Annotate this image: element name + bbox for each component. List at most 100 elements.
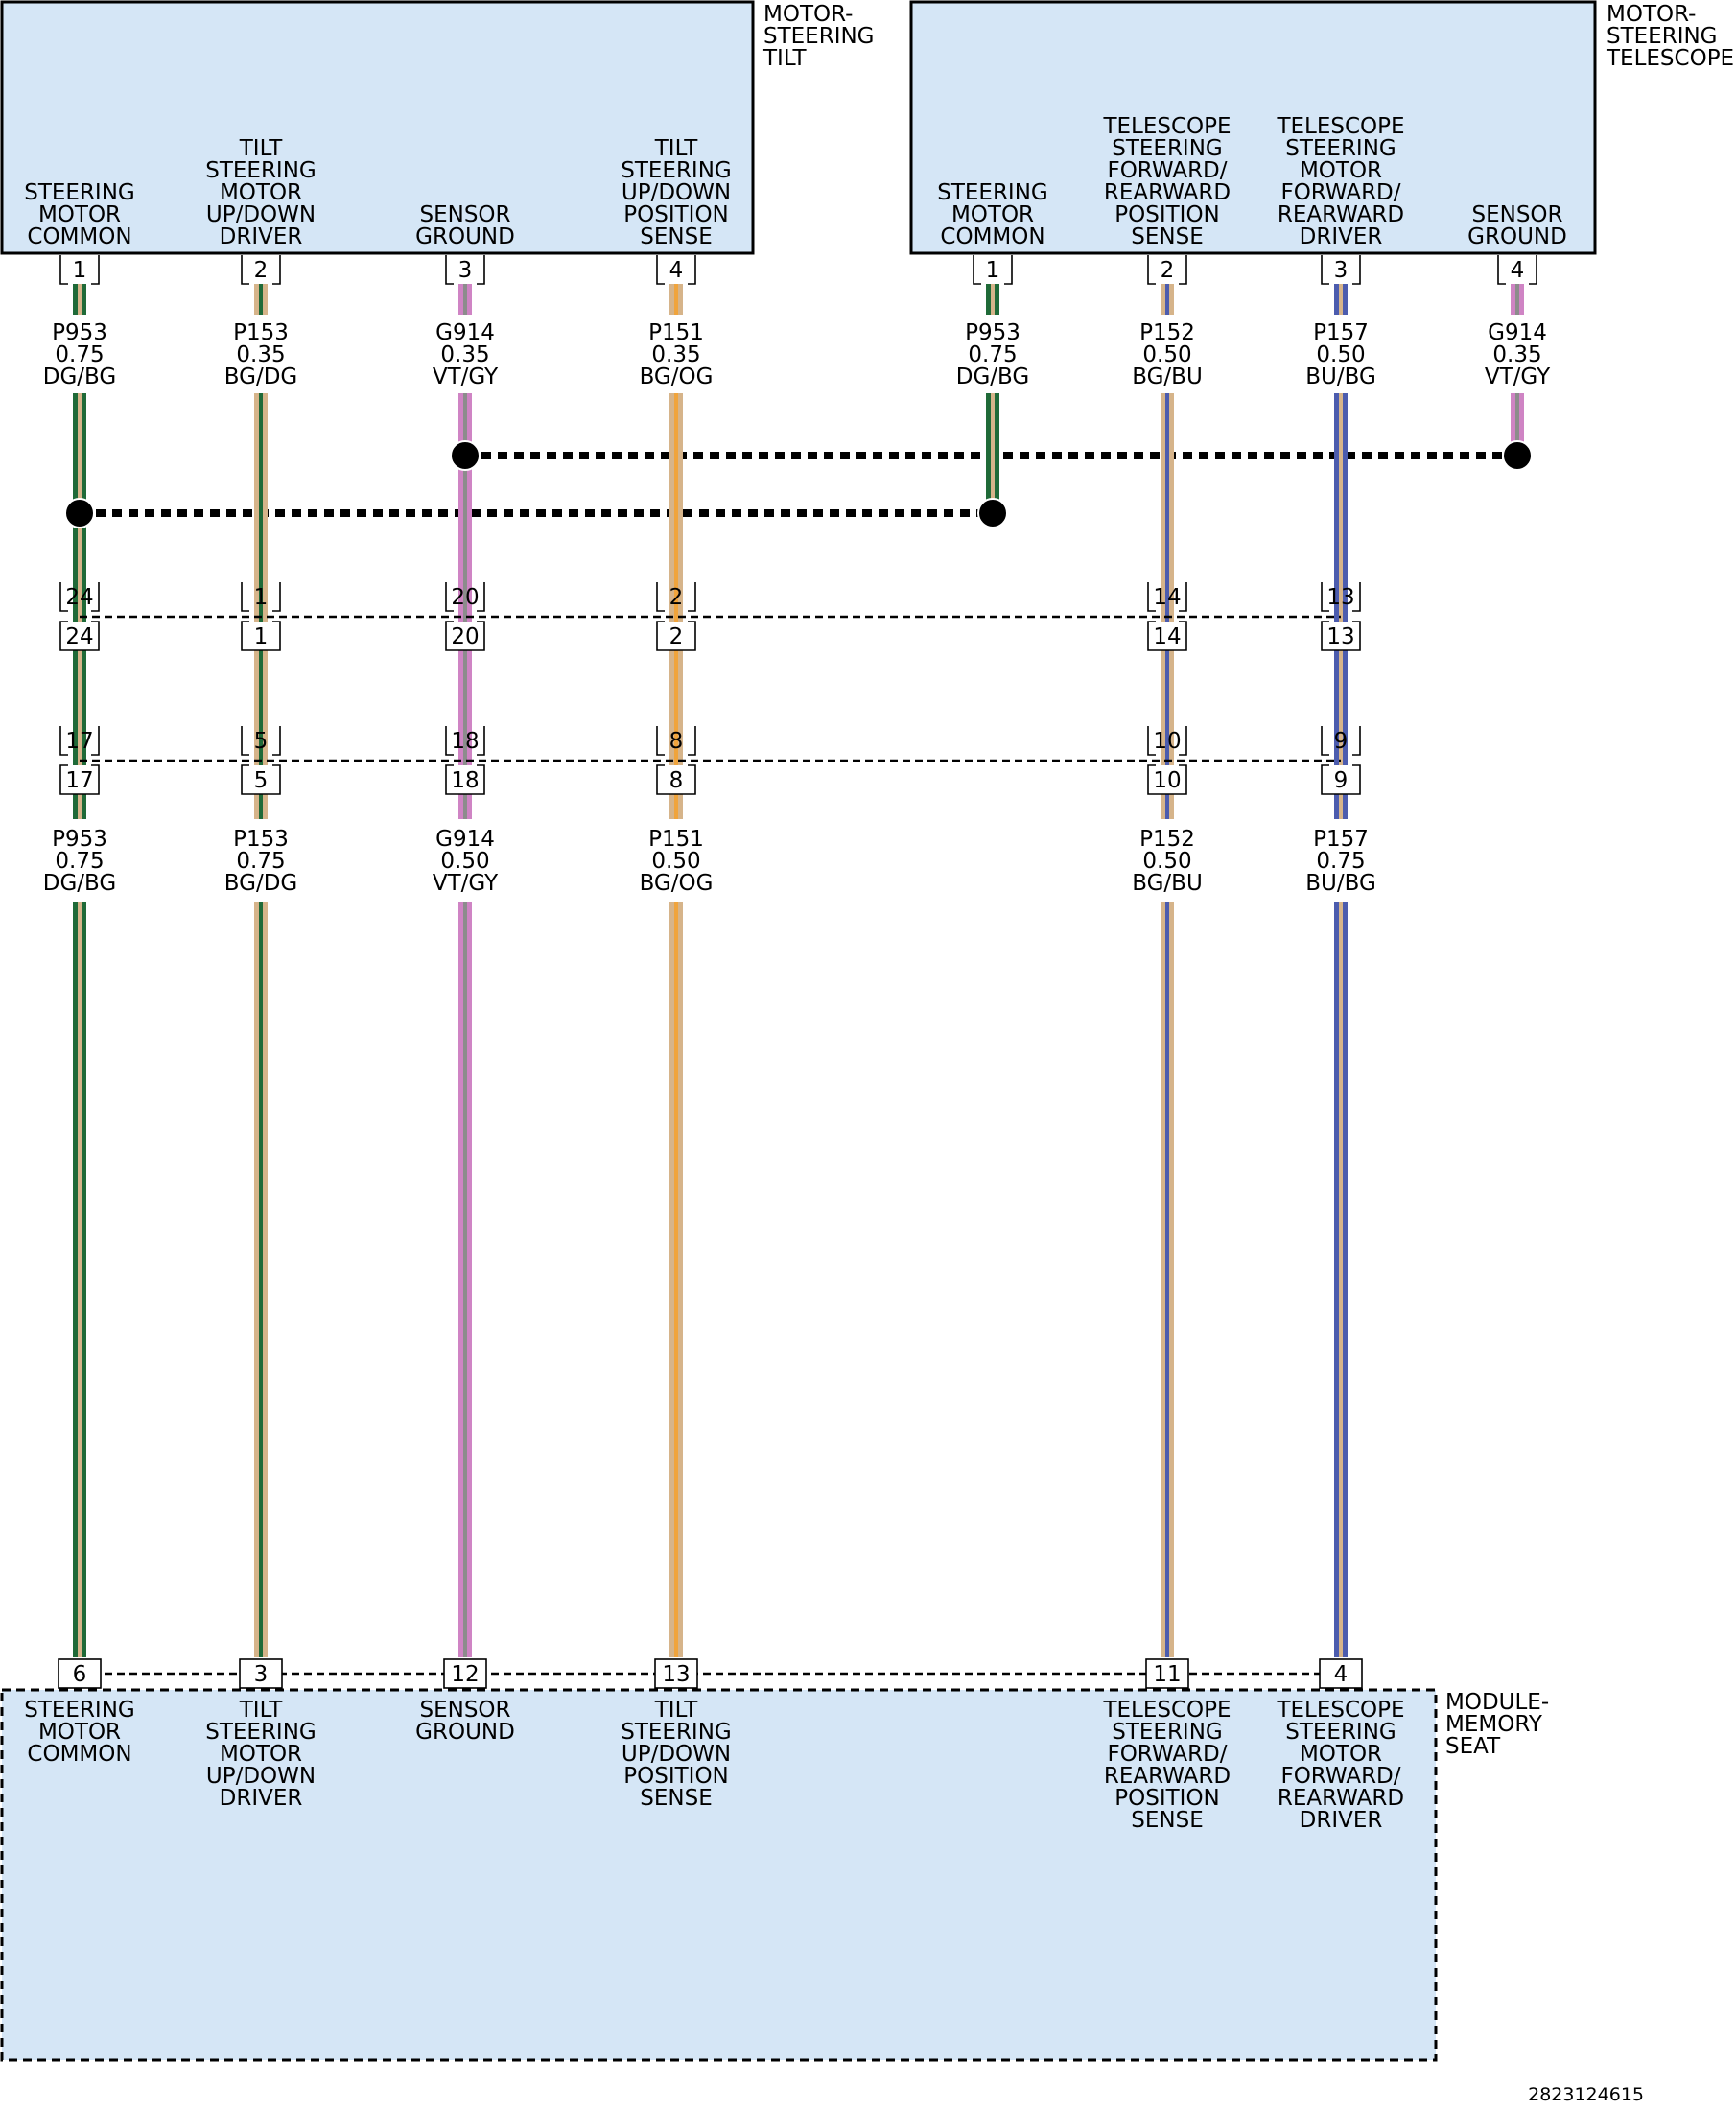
connector-b-female-pin-18-number: 18 [451, 729, 479, 754]
splice-dot-3 [64, 498, 95, 528]
module-pin-12-number: 12 [451, 1662, 479, 1687]
tilt-pin-3 [445, 255, 485, 285]
module-terminal-label-4: STEERING [1285, 1720, 1396, 1745]
module-pin-11-number: 11 [1153, 1662, 1181, 1687]
wire-top-label-5: DG/BG [956, 364, 1029, 389]
splice-lines [80, 452, 1517, 517]
wires [73, 284, 1524, 1657]
connector-b-female-pin-8-number: 8 [669, 729, 684, 754]
connector-b-female-pin-18 [445, 726, 485, 756]
module-memory-seat-box [0, 1688, 1438, 2062]
connector-a-female-pin-14 [1147, 582, 1187, 612]
module-terminal-label-13: POSITION [623, 1764, 729, 1789]
connector-b-female-pin-5 [241, 726, 281, 756]
telescope-pin-1-number: 1 [986, 258, 1000, 283]
splice-dot-1 [450, 440, 481, 471]
wire-bottom-label-6: P157 [1313, 827, 1369, 852]
splice-dot-4 [977, 498, 1008, 528]
telescope-terminal-label-3: TELESCOPE [1276, 114, 1404, 139]
tilt-pin-4-number: 4 [669, 258, 684, 283]
module-terminal-label-13: STEERING [621, 1720, 732, 1745]
module-pin-3 [239, 1658, 283, 1689]
component-boxes [0, 0, 1597, 2062]
tilt-terminal-label-3: SENSOR [419, 202, 510, 227]
connector-a-female-pin-13 [1321, 582, 1361, 612]
tilt-terminal-label-1: MOTOR [38, 202, 121, 227]
tilt-pin-2-number: 2 [254, 258, 269, 283]
connector-b-male-pin-9 [1321, 764, 1361, 795]
wire-top-label-8: VT/GY [1485, 364, 1551, 389]
module-terminal-label-4: MOTOR [1300, 1742, 1382, 1767]
connector-a-female-pin-2 [656, 582, 696, 612]
connector-lines [80, 615, 1341, 1676]
tilt-terminal-label-4: TILT [654, 136, 698, 161]
module-terminal-label-12: GROUND [415, 1720, 515, 1745]
module-memory-seat-name: MODULE- [1445, 1690, 1549, 1715]
telescope-terminal-label-2: FORWARD/ [1107, 158, 1227, 183]
wire-bottom-label-5: BG/BU [1132, 871, 1203, 896]
module-terminal-label-11: STEERING [1112, 1720, 1223, 1745]
telescope-terminal-label-2: SENSE [1131, 224, 1203, 249]
wire-bottom-label-4: BG/OG [640, 871, 714, 896]
connector-a-female-pin-20-number: 20 [451, 585, 479, 610]
wire-top-label-1: 0.75 [55, 342, 104, 367]
wire-top-label-4: BG/OG [640, 364, 714, 389]
splice-dots [64, 440, 1533, 528]
module-terminal-label-4: DRIVER [1300, 1808, 1383, 1833]
module-terminal-label-13: SENSE [640, 1786, 712, 1811]
wire-bottom-label-bg-1 [27, 822, 132, 901]
wire-bottom-label-6: BU/BG [1305, 871, 1376, 896]
module-terminal-label-4: FORWARD/ [1280, 1764, 1400, 1789]
motor-steering-tilt-name: MOTOR- [763, 2, 853, 27]
module-terminal-label-3: DRIVER [220, 1786, 303, 1811]
wire-top-label-2: BG/DG [224, 364, 297, 389]
wire-bottom-label-1: P953 [52, 827, 107, 852]
connector-a-female-pin-20 [445, 582, 485, 612]
module-terminal-label-11: TELESCOPE [1102, 1698, 1231, 1723]
module-terminal-label-6: COMMON [27, 1742, 131, 1767]
connector-b-male-pin-9-number: 9 [1334, 768, 1349, 793]
tilt-terminal-label-2: UP/DOWN [206, 202, 316, 227]
module-pin-4 [1319, 1658, 1363, 1689]
wire-top-label-4: 0.35 [651, 342, 700, 367]
telescope-terminal-label-2: POSITION [1114, 202, 1220, 227]
connector-b-male-pin-18 [445, 764, 485, 795]
tilt-terminal-label-2: MOTOR [220, 180, 302, 205]
wire-bottom-label-bg-2 [208, 822, 314, 901]
wire-top-label-1: DG/BG [43, 364, 116, 389]
telescope-terminal-label-3: STEERING [1285, 136, 1396, 161]
wire-bottom-label-4: 0.50 [651, 849, 700, 874]
module-terminal-label-3: MOTOR [220, 1742, 302, 1767]
wire-top-label-2: P153 [233, 320, 289, 345]
wire-top-label-8: 0.35 [1492, 342, 1541, 367]
tilt-terminal-label-2: TILT [239, 136, 283, 161]
wire-bottom-label-6: 0.75 [1316, 849, 1365, 874]
wire-top-label-7: P157 [1313, 320, 1369, 345]
telescope-terminal-label-3: FORWARD/ [1280, 180, 1400, 205]
module-pin-6-number: 6 [73, 1662, 87, 1687]
module-terminal-label-3: TILT [239, 1698, 283, 1723]
connector-a-female-pin-24 [59, 582, 100, 612]
telescope-terminal-label-2: TELESCOPE [1102, 114, 1231, 139]
telescope-pin-2-number: 2 [1161, 258, 1175, 283]
wire-bottom-label-2: BG/DG [224, 871, 297, 896]
connector-b-female-pin-17 [59, 726, 100, 756]
module-pin-13-number: 13 [662, 1662, 690, 1687]
wire-top-label-3: VT/GY [433, 364, 499, 389]
connector-b-female-pin-8 [656, 726, 696, 756]
module-terminal-label-4: REARWARD [1278, 1786, 1404, 1811]
wire-top-label-bg-8 [1465, 315, 1570, 393]
wire-top-label-7: 0.50 [1316, 342, 1365, 367]
connector-b-female-pin-10-number: 10 [1153, 729, 1181, 754]
wire-top-label-bg-2 [208, 315, 314, 393]
tilt-terminal-label-4: SENSE [640, 224, 712, 249]
telescope-pin-3-number: 3 [1334, 258, 1349, 283]
connector-a-female-pin-2-number: 2 [669, 585, 684, 610]
motor-steering-telescope-name: STEERING [1607, 24, 1718, 49]
connector-a-male-pin-24 [59, 621, 100, 651]
tilt-terminal-label-2: DRIVER [220, 224, 303, 249]
wire-top-label-8: G914 [1488, 320, 1547, 345]
telescope-pin-4 [1497, 255, 1537, 285]
tilt-pin-4 [656, 255, 696, 285]
telescope-terminal-label-1: COMMON [940, 224, 1044, 249]
